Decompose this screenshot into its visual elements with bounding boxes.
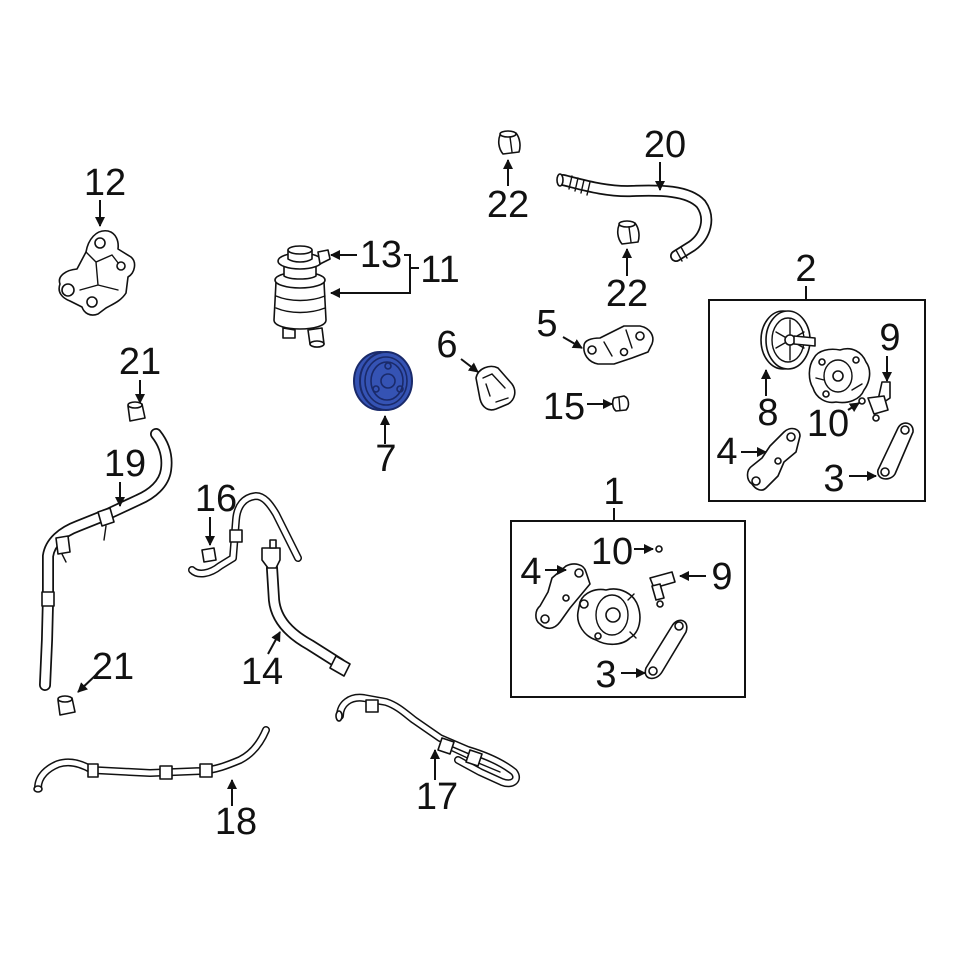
bracket-part-4-box-1 xyxy=(535,563,591,630)
tube-part-16 xyxy=(188,492,302,578)
callout-10-box-1: 10 xyxy=(591,531,633,573)
bracket-part-3-box-2 xyxy=(877,422,914,480)
pump-body-box-1 xyxy=(576,588,641,646)
tube-part-17 xyxy=(335,693,521,788)
callout-10-box-2: 10 xyxy=(807,403,849,445)
return-hose-part-20 xyxy=(556,173,713,262)
pressure-hose-part-19 xyxy=(39,428,173,691)
assembly-box-2 xyxy=(708,299,926,502)
callout-7: 7 xyxy=(375,438,396,480)
callout-21-lower: 21 xyxy=(92,646,134,688)
callout-3-box-2: 3 xyxy=(823,458,844,500)
callout-22-upper: 22 xyxy=(487,184,529,226)
pulley-part-8 xyxy=(760,310,816,370)
cap-part-22-lower xyxy=(616,220,640,245)
cover-plate-part-6 xyxy=(475,365,516,411)
callout-2: 2 xyxy=(795,248,816,290)
callout-15: 15 xyxy=(543,386,585,428)
callout-9-box-2: 9 xyxy=(879,317,900,359)
leader-lines xyxy=(77,159,892,806)
callout-22-lower: 22 xyxy=(606,273,648,315)
o-ring-part-10-box-2 xyxy=(858,397,866,405)
callout-8: 8 xyxy=(757,392,778,434)
callout-9-box-1: 9 xyxy=(711,556,732,598)
callout-18: 18 xyxy=(215,801,257,843)
callout-13: 13 xyxy=(360,234,402,276)
callout-labels: 12 13 11 20 22 22 2 9 8 10 4 3 5 6 7 15 … xyxy=(84,124,901,843)
callout-21-upper: 21 xyxy=(119,341,161,383)
bracket-part-3-box-1 xyxy=(644,619,688,680)
bracket-part-5 xyxy=(583,325,654,365)
reservoir-cap-part-13 xyxy=(277,245,331,270)
grommet-part-21-upper xyxy=(127,401,146,422)
hose-part-14 xyxy=(261,539,351,677)
callout-4-box-1: 4 xyxy=(520,551,541,593)
callout-3-box-1: 3 xyxy=(595,654,616,696)
callout-6: 6 xyxy=(436,324,457,366)
callout-1: 1 xyxy=(603,471,624,513)
callout-4-box-2: 4 xyxy=(716,431,737,473)
tube-part-18 xyxy=(33,726,270,793)
cap-part-22-upper xyxy=(497,130,521,155)
pump-body-box-2 xyxy=(808,347,871,404)
callout-12: 12 xyxy=(84,162,126,204)
callout-19: 19 xyxy=(104,443,146,485)
fitting-part-9-box-1 xyxy=(649,571,676,608)
bracket-part-4-box-2 xyxy=(746,427,801,491)
highlighted-pulley-part-7 xyxy=(353,351,413,411)
bracket-part-12 xyxy=(58,230,136,316)
callout-20: 20 xyxy=(644,124,686,166)
callout-14: 14 xyxy=(241,651,283,693)
grommet-part-21-lower xyxy=(57,695,76,716)
callout-17: 17 xyxy=(416,776,458,818)
callout-16: 16 xyxy=(195,478,237,520)
callout-11: 11 xyxy=(420,249,459,291)
reservoir-part-11 xyxy=(273,245,331,348)
clip-part-15 xyxy=(611,395,630,412)
fitting-part-9-box-2 xyxy=(867,381,891,422)
assembly-box-1 xyxy=(510,520,746,698)
o-ring-part-10-box-1 xyxy=(655,545,663,553)
callout-5: 5 xyxy=(536,303,557,345)
